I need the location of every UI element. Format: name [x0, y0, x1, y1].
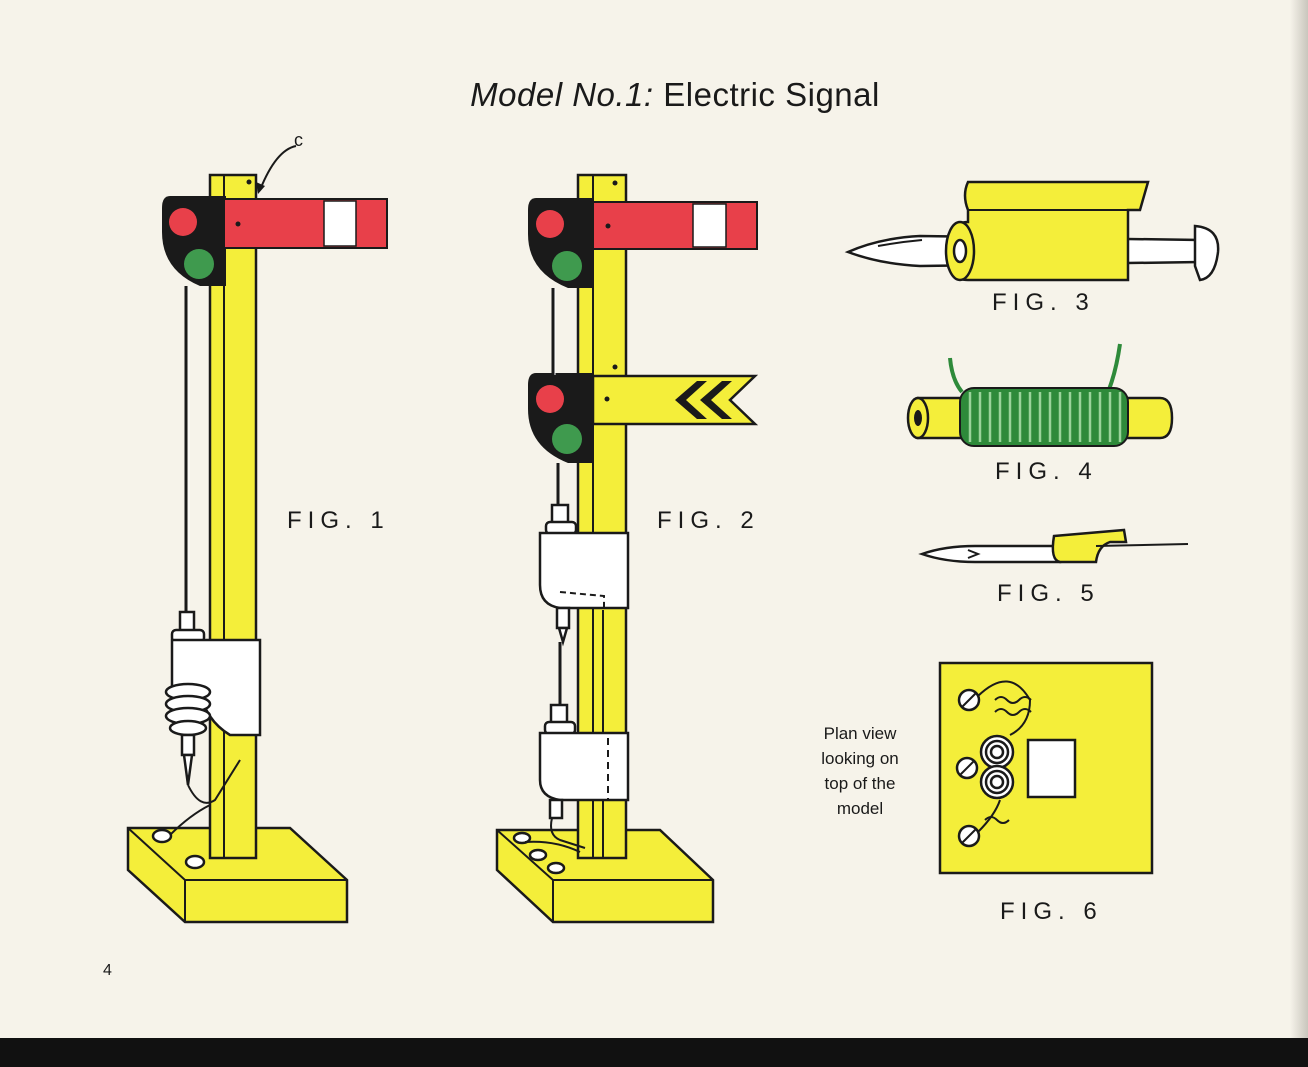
plan-view-note-line: top of the	[824, 774, 896, 793]
fig2-top-red-lamp	[536, 210, 564, 238]
fig5-needle	[918, 544, 1062, 564]
scan-bottom-border	[0, 1038, 1308, 1067]
fig1-signal	[126, 145, 388, 924]
fig1-base-screw	[184, 854, 206, 870]
fig1-base	[126, 826, 349, 924]
fig6-screw	[957, 824, 981, 848]
fig2-caption: FIG. 2	[657, 507, 760, 534]
fig2-lower-red-lamp	[536, 385, 564, 413]
fig1-semaphore-arm	[223, 198, 388, 249]
plan-view-note-line: model	[836, 799, 884, 818]
fig4-wire-end	[948, 357, 964, 394]
page-title: Model No.1: Electric Signal	[0, 76, 1308, 114]
fig2-distant-arm	[591, 374, 759, 426]
fig4-green-coil	[959, 387, 1129, 447]
plan-view-note: Plan view looking on top of the model	[800, 721, 920, 821]
page-edge-shadow	[1290, 0, 1308, 1038]
fig5-caption: FIG. 5	[997, 580, 1100, 607]
fig1-coil	[164, 682, 212, 737]
title-model-name: Electric Signal	[663, 76, 880, 113]
fig6-caption: FIG. 6	[1000, 898, 1103, 925]
plan-view-note-line: looking on	[821, 749, 899, 768]
fig1-needle	[182, 753, 194, 786]
fig1-post	[208, 173, 258, 860]
fig4-coil-tube	[906, 343, 1174, 447]
fig6-solenoid-top	[979, 764, 1015, 800]
fig3-pin-head	[1193, 224, 1220, 282]
fig6-screw	[955, 756, 979, 780]
fig2-signal	[495, 173, 759, 924]
part-c-label: c	[294, 130, 303, 150]
plan-view-note-line: Plan view	[823, 724, 897, 743]
fig6-post-square	[1026, 738, 1077, 799]
fig6-solenoid-top	[979, 734, 1015, 770]
fig3-sleeve	[946, 180, 1150, 282]
fig2-top-green-lamp	[552, 251, 582, 281]
fig2-top-semaphore-arm	[592, 201, 758, 250]
page-number: 4	[103, 962, 112, 979]
fig1-arm-stripe	[323, 200, 357, 247]
title-model-number: Model No.1:	[470, 76, 654, 113]
fig2-lower-solenoid	[538, 731, 630, 802]
fig2-upper-solenoid	[538, 531, 630, 610]
fig2-base	[495, 828, 715, 924]
c-pointer	[259, 145, 297, 191]
fig4-wire-end	[1106, 343, 1122, 393]
fig5-clip	[1051, 528, 1128, 564]
fig5-needle-clip	[918, 528, 1189, 564]
fig2-lower-green-lamp	[552, 424, 582, 454]
fig1-green-lamp	[184, 249, 214, 279]
fig6-plan-view	[938, 661, 1154, 875]
fig3-caption: FIG. 3	[992, 289, 1095, 316]
fig1-base-screw	[151, 828, 173, 844]
fig1-caption: FIG. 1	[287, 507, 390, 534]
fig1-red-lamp	[169, 208, 197, 236]
fig3-pin-sleeve	[844, 180, 1220, 282]
fig6-screw	[957, 688, 981, 712]
fig4-caption: FIG. 4	[995, 458, 1098, 485]
